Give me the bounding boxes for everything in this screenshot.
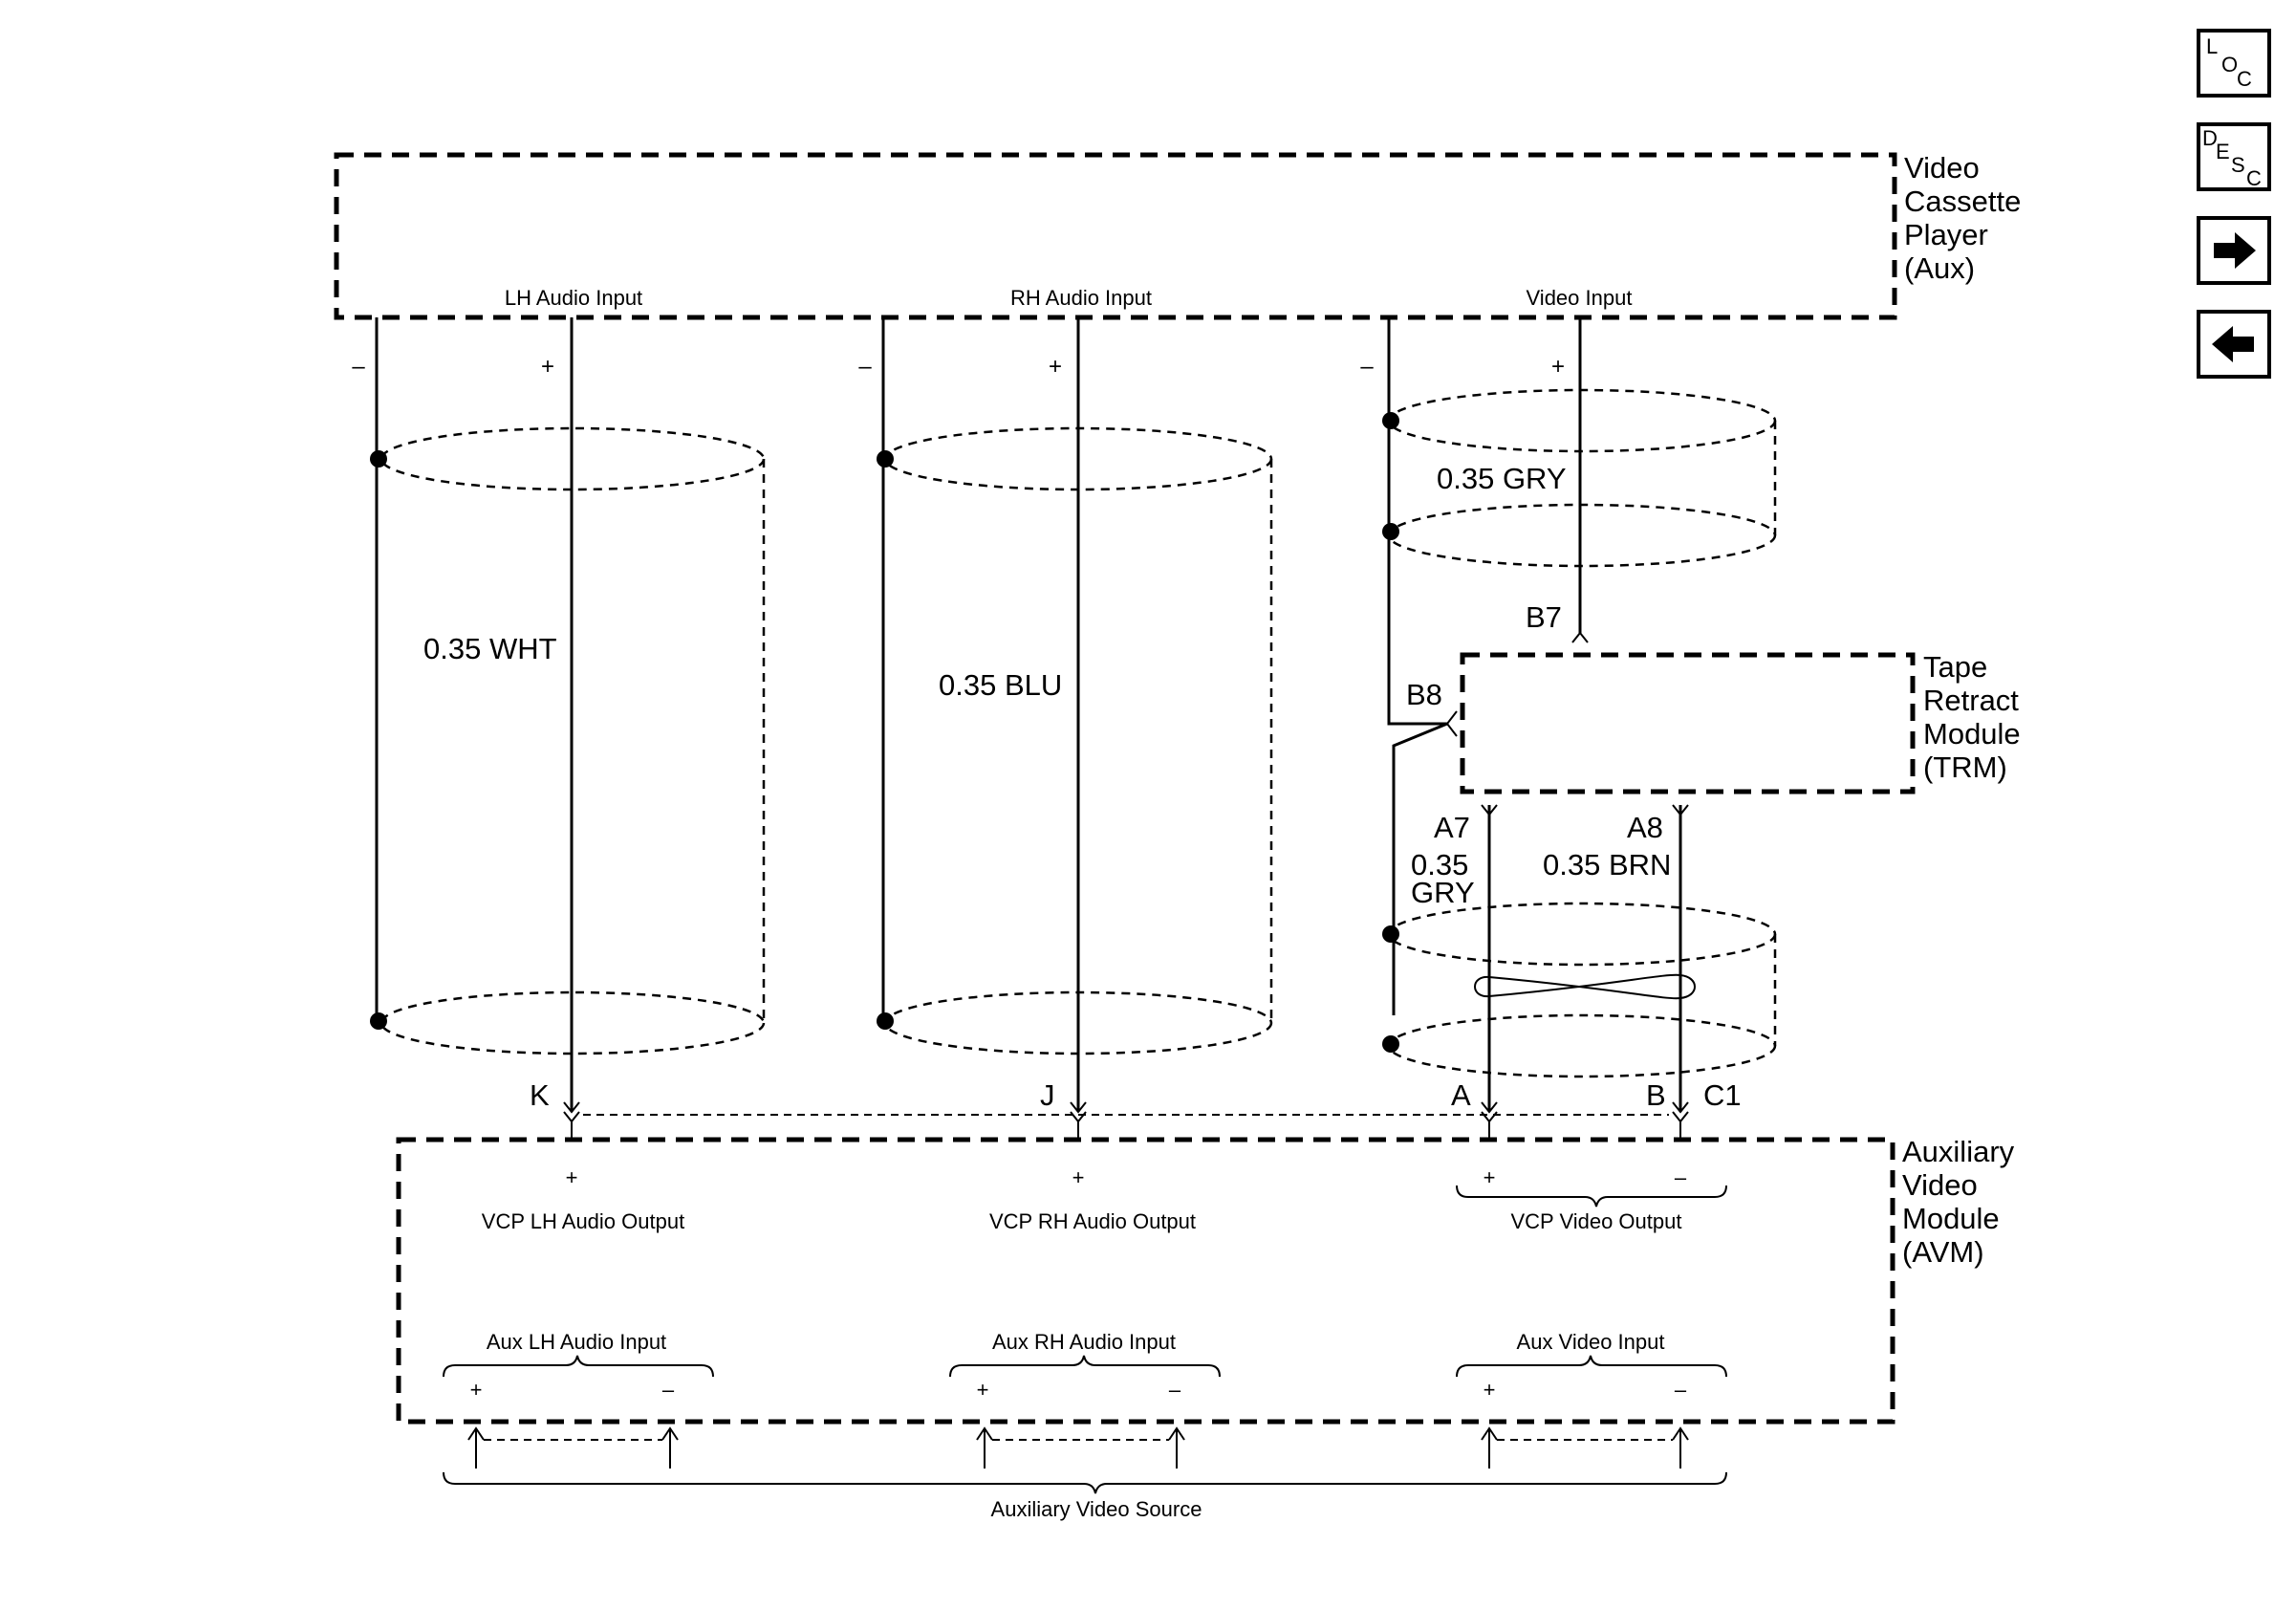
- arrow-left-icon: [2212, 326, 2254, 362]
- svg-text:Player: Player: [1904, 218, 1988, 251]
- pin-k: K: [530, 1078, 550, 1112]
- aux-video-plus-mark: +: [1484, 1378, 1496, 1402]
- vcp-lh-audio-output-label: VCP LH Audio Output: [482, 1209, 684, 1233]
- pin-a7: A7: [1434, 811, 1470, 844]
- video-lower-splice-top: [1382, 925, 1399, 943]
- vcp-label: Video Cassette Player (Aux): [1904, 151, 2021, 285]
- svg-text:(TRM): (TRM): [1923, 751, 2007, 784]
- aux-video-input-label: Aux Video Input: [1517, 1330, 1665, 1354]
- rh-minus-mark: –: [858, 354, 872, 380]
- pin-b: B: [1646, 1078, 1666, 1112]
- aux-video-input-brace: [1456, 1355, 1727, 1378]
- svg-text:(Aux): (Aux): [1904, 251, 1975, 285]
- vcp-video-output-label: VCP Video Output: [1511, 1209, 1682, 1233]
- vcp-lh-audio-input-label: LH Audio Input: [505, 286, 642, 310]
- lh-minus-mark: –: [352, 354, 365, 380]
- svg-text:E: E: [2216, 140, 2230, 163]
- lh-shield: [379, 426, 766, 1055]
- aux-rh-input-brace: [949, 1355, 1221, 1378]
- aux-source-arrows: [467, 1426, 1689, 1469]
- lh-plus-mark: +: [541, 354, 554, 380]
- vcp-rh-audio-output-label: VCP RH Audio Output: [989, 1209, 1196, 1233]
- b8-drain-continuation: [1392, 722, 1448, 1015]
- rh-shield-splice-bottom: [877, 1012, 894, 1030]
- svg-text:O: O: [2221, 53, 2238, 76]
- pin-b7: B7: [1526, 600, 1562, 634]
- svg-text:Video: Video: [1902, 1168, 1978, 1202]
- svg-text:C: C: [2246, 166, 2262, 190]
- avm-box: [396, 1137, 1895, 1425]
- rh-plus-mark: +: [1049, 354, 1062, 380]
- a7-wire-gauge-label: 0.35: [1411, 848, 1468, 881]
- avm-rh-plus-mark: +: [1072, 1165, 1085, 1189]
- vcp-video-input-label: Video Input: [1527, 286, 1633, 310]
- lh-shield-splice-bottom: [370, 1012, 387, 1030]
- connector-c1-label: C1: [1703, 1078, 1742, 1112]
- svg-text:Auxiliary: Auxiliary: [1902, 1135, 2015, 1168]
- a7-connector-mark: [1481, 804, 1498, 816]
- vcp-video-output-brace: [1456, 1185, 1727, 1208]
- svg-text:Module: Module: [1923, 717, 2021, 751]
- next-button[interactable]: [2197, 216, 2271, 285]
- aux-lh-minus-mark: –: [662, 1378, 675, 1402]
- video-lower-splice-bottom: [1382, 1035, 1399, 1053]
- avm-video-plus-mark: +: [1484, 1165, 1496, 1189]
- pin-b8: B8: [1406, 678, 1442, 711]
- svg-text:Tape: Tape: [1923, 650, 1987, 684]
- video-plus-mark: +: [1551, 354, 1565, 380]
- svg-text:Retract: Retract: [1923, 684, 2019, 717]
- svg-text:Cassette: Cassette: [1904, 185, 2021, 218]
- aux-rh-audio-input-label: Aux RH Audio Input: [992, 1330, 1176, 1354]
- avm-lh-plus-mark: +: [566, 1165, 578, 1189]
- a8-wire-color-label: 0.35 BRN: [1543, 848, 1671, 881]
- a8-connector-mark: [1672, 804, 1689, 816]
- svg-text:L: L: [2206, 34, 2218, 58]
- pin-j: J: [1040, 1078, 1055, 1112]
- desc-button[interactable]: D E S C: [2197, 122, 2271, 191]
- svg-text:(AVM): (AVM): [1902, 1235, 1984, 1269]
- svg-text:D: D: [2202, 126, 2218, 150]
- b7-connector-mark: [1571, 631, 1589, 643]
- b8-connector-mark: [1445, 710, 1458, 737]
- video-upper-splice-top: [1382, 412, 1399, 429]
- video-minus-mark: –: [1360, 354, 1374, 380]
- aux-rh-minus-mark: –: [1169, 1378, 1181, 1402]
- loc-button[interactable]: L O C: [2197, 29, 2271, 98]
- a7-wire-color-label: GRY: [1411, 876, 1475, 909]
- aux-lh-input-brace: [443, 1355, 714, 1378]
- twisted-pair-mark: [1474, 973, 1696, 1000]
- vcp-rh-audio-input-label: RH Audio Input: [1010, 286, 1152, 310]
- trm-box: [1460, 652, 1916, 794]
- rh-shield-splice-top: [877, 450, 894, 468]
- aux-lh-plus-mark: +: [470, 1378, 483, 1402]
- lh-wire-color-label: 0.35 WHT: [423, 632, 557, 665]
- c1-connector-marks: [563, 1101, 1689, 1138]
- aux-video-minus-mark: –: [1675, 1378, 1687, 1402]
- svg-text:S: S: [2231, 153, 2245, 177]
- svg-text:C: C: [2237, 67, 2252, 91]
- aux-lh-audio-input-label: Aux LH Audio Input: [487, 1330, 666, 1354]
- video-drain-wire: [1387, 317, 1447, 726]
- arrow-right-icon: [2214, 232, 2256, 269]
- video-upper-splice-bottom: [1382, 523, 1399, 540]
- video-lower-shield: [1387, 902, 1777, 1078]
- video-upper-wire-color-label: 0.35 GRY: [1437, 462, 1567, 495]
- aux-rh-plus-mark: +: [977, 1378, 989, 1402]
- svg-text:Module: Module: [1902, 1202, 2000, 1235]
- aux-video-source-brace: [443, 1471, 1727, 1494]
- pin-a: A: [1451, 1078, 1471, 1112]
- pin-a8: A8: [1627, 811, 1663, 844]
- avm-label: Auxiliary Video Module (AVM): [1902, 1135, 2015, 1269]
- previous-button[interactable]: [2197, 310, 2271, 379]
- trm-label: Tape Retract Module (TRM): [1923, 650, 2021, 784]
- avm-video-minus-mark: –: [1675, 1165, 1687, 1189]
- aux-video-source-label: Auxiliary Video Source: [991, 1497, 1202, 1521]
- lh-shield-splice-top: [370, 450, 387, 468]
- vcp-box: [334, 152, 1897, 320]
- rh-wire-color-label: 0.35 BLU: [939, 668, 1062, 702]
- svg-text:Video: Video: [1904, 151, 1980, 185]
